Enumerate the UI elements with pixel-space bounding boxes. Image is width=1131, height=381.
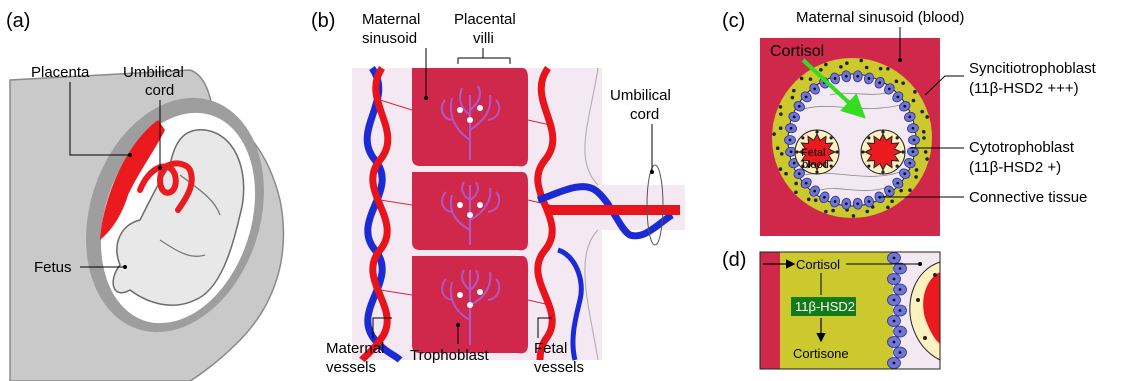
label-maternal-vessels-1: Maternal	[326, 340, 384, 357]
label-placenta: Placenta	[31, 64, 90, 81]
label-umbilical-a-1: Umbilical	[123, 64, 184, 81]
label-cortisol-d: Cortisol	[796, 257, 840, 272]
fetal-capillary-2	[861, 130, 905, 174]
label-umbilical-b-2: cord	[630, 106, 659, 123]
label-placental-villi-2: villi	[473, 30, 494, 47]
label-fetal-vessels-2: vessels	[534, 359, 584, 376]
label-maternal-sinusoid-blood: Maternal sinusoid (blood)	[796, 9, 964, 26]
label-enzyme-d: 11β-HSD2	[795, 299, 855, 314]
label-fetal-blood-1: Fetal	[801, 147, 825, 159]
panel-a: (a) Placenta Umbilical cord Fetus	[6, 10, 293, 381]
label-cortisol-c: Cortisol	[770, 43, 824, 60]
label-cortisone: Cortisone	[793, 346, 849, 361]
label-maternal-vessels-2: vessels	[326, 359, 376, 376]
leader-villi	[458, 48, 510, 64]
label-umbilical-a-2: cord	[145, 82, 174, 99]
label-fetal-vessels-1: Fetal	[534, 340, 567, 357]
label-fetus: Fetus	[34, 259, 72, 276]
panel-d-tag: (d)	[722, 249, 746, 271]
panel-d: (d) Cortisol 11β-HSD2 Cortisone	[722, 249, 940, 369]
label-fetal-blood-2: blood	[802, 159, 829, 171]
label-cyto-enzyme: (11β-HSD2 +)	[969, 159, 1061, 176]
label-connective-tissue: Connective tissue	[969, 189, 1087, 206]
panel-d-maternal	[760, 252, 780, 369]
dot-placenta	[128, 153, 132, 157]
panel-c: (c) Fetal blood Cortisol Maternal sinuso…	[722, 9, 1097, 236]
dot-umbilical-a	[158, 166, 162, 170]
panel-a-tag: (a)	[6, 10, 30, 32]
dot-fetus	[123, 265, 127, 269]
label-umbilical-b-1: Umbilical	[610, 87, 671, 104]
panel-b-tag: (b)	[311, 10, 335, 32]
label-cytotrophoblast: Cytotrophoblast	[969, 139, 1075, 156]
panel-c-tag: (c)	[722, 10, 745, 32]
panel-b: (b) Maternal	[311, 10, 685, 376]
label-trophoblast: Trophoblast	[410, 347, 489, 364]
label-placental-villi-1: Placental	[454, 11, 516, 28]
label-maternal-sinusoid-1: Maternal	[362, 11, 420, 28]
label-syncitiotrophoblast: Syncitiotrophoblast	[969, 60, 1097, 77]
label-syncitio-enzyme: (11β-HSD2 +++)	[969, 80, 1079, 97]
label-maternal-sinusoid-2: sinusoid	[362, 30, 417, 47]
